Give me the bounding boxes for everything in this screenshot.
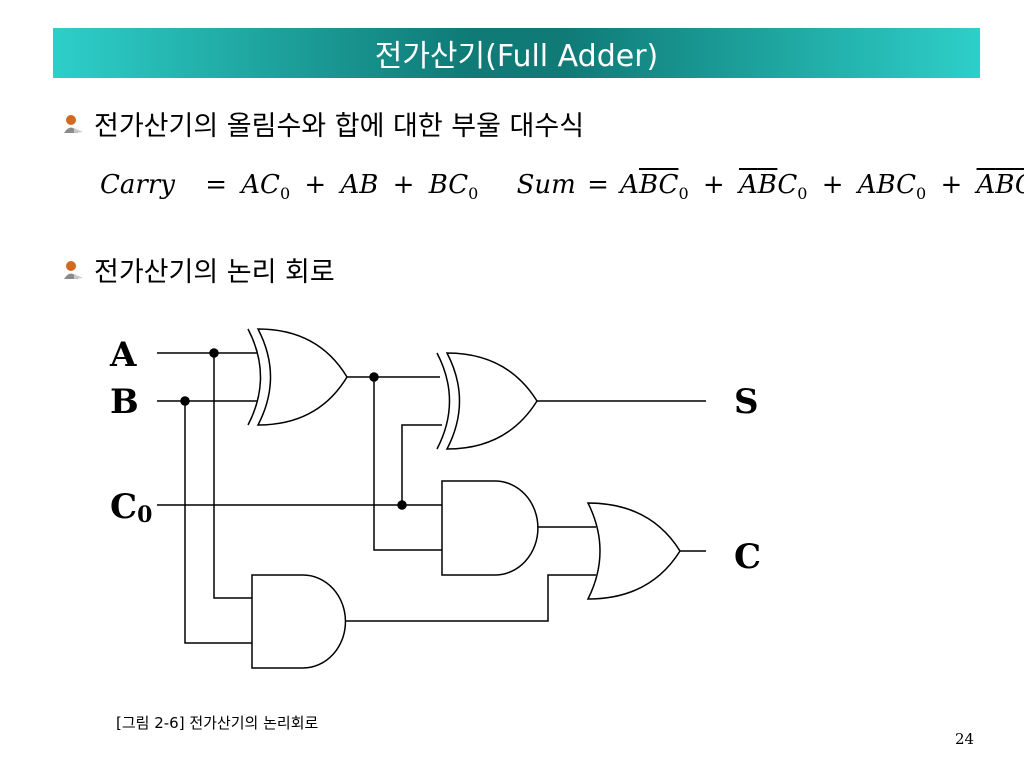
slide-title: 전가산기(Full Adder) bbox=[374, 39, 659, 74]
equals-sign: = bbox=[205, 170, 228, 200]
carry-term-1: AC bbox=[241, 170, 280, 200]
and-gate-1 bbox=[441, 480, 539, 576]
wire-b-to-and2 bbox=[184, 401, 252, 644]
wire-c0-to-xor2 bbox=[401, 424, 442, 505]
sum-t1-sub: 0 bbox=[678, 184, 689, 203]
sum-t2-a-bar: A bbox=[738, 170, 758, 200]
sum-t4-bc-bar: BC bbox=[995, 170, 1024, 200]
wire-xor1-to-and1 bbox=[373, 377, 442, 551]
junction-dot bbox=[209, 348, 219, 358]
junction-dot bbox=[180, 396, 190, 406]
bullet-text: 전가산기의 논리 회로 bbox=[94, 257, 335, 288]
plus-sign: + bbox=[304, 170, 327, 200]
output-label-c: C bbox=[734, 537, 761, 577]
junction-dot bbox=[397, 500, 407, 510]
person-bullet-icon bbox=[64, 114, 83, 133]
sum-t3: ABC bbox=[857, 170, 917, 200]
bullet-item-equations: 전가산기의 올림수와 합에 대한 부울 대수식 bbox=[62, 104, 584, 143]
input-label-b: B bbox=[110, 382, 139, 422]
sum-t2-c: C bbox=[777, 170, 798, 200]
junction-dot bbox=[369, 372, 379, 382]
plus-sign: + bbox=[940, 170, 963, 200]
input-label-c0: C0 bbox=[110, 487, 152, 528]
wire-and2-out bbox=[345, 574, 596, 622]
title-bar: 전가산기(Full Adder) bbox=[53, 28, 980, 78]
output-label-s: S bbox=[734, 382, 759, 422]
carry-term-3-sub: 0 bbox=[468, 184, 479, 203]
sum-t1-a: A bbox=[620, 170, 639, 200]
carry-term-1-sub: 0 bbox=[279, 184, 291, 203]
person-bullet-icon bbox=[64, 260, 83, 279]
xor-gate-2 bbox=[436, 352, 538, 450]
wire-a-to-and2 bbox=[213, 353, 252, 599]
sum-t2-sub: 0 bbox=[797, 184, 808, 203]
page-number: 24 bbox=[955, 730, 975, 748]
sum-label: Sum bbox=[516, 170, 576, 200]
plus-sign: + bbox=[392, 170, 415, 200]
boolean-equations: Carry = AC0 + AB + BC0 Sum = ABC0 + ABC0… bbox=[100, 170, 1024, 203]
or-gate bbox=[586, 502, 681, 600]
carry-term-2: AB bbox=[340, 170, 379, 200]
sum-t1-b-bar: B bbox=[638, 170, 659, 200]
input-label-a: A bbox=[109, 335, 137, 375]
sum-t3-sub: 0 bbox=[916, 184, 927, 203]
carry-term-3: BC bbox=[428, 170, 469, 200]
xor-gate-1 bbox=[247, 328, 348, 426]
sum-t4-a-bar: A bbox=[976, 170, 996, 200]
equals-sign: = bbox=[587, 170, 609, 200]
figure-caption: [그림 2-6] 전가산기의 논리회로 bbox=[116, 714, 319, 732]
sum-t2-b-bar: B bbox=[757, 170, 778, 200]
and-gate-2 bbox=[251, 574, 347, 669]
carry-label: Carry bbox=[100, 170, 175, 200]
plus-sign: + bbox=[702, 170, 725, 200]
bullet-text: 전가산기의 올림수와 합에 대한 부울 대수식 bbox=[94, 111, 585, 142]
plus-sign: + bbox=[821, 170, 844, 200]
bullet-item-circuit: 전가산기의 논리 회로 bbox=[62, 250, 335, 289]
sum-t1-c-bar: C bbox=[658, 170, 679, 200]
